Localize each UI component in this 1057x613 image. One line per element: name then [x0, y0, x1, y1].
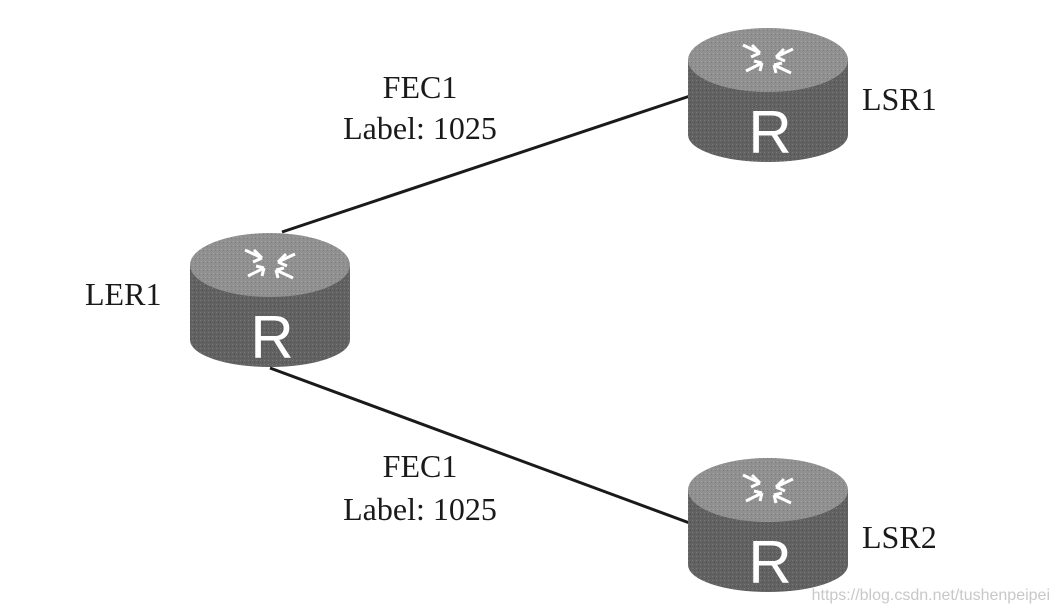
router-icon: R — [190, 233, 350, 371]
link-ler1-lsr1-label: Label: 1025 — [343, 110, 497, 146]
node-label-lsr1: LSR1 — [862, 81, 937, 117]
router-letter: R — [748, 529, 791, 596]
link-ler1-lsr2 — [269, 366, 696, 527]
router-letter: R — [250, 304, 293, 371]
watermark: https://blog.csdn.net/tushenpeipei — [812, 587, 1050, 604]
node-label-ler1: LER1 — [85, 276, 161, 312]
arrows-icon — [244, 248, 296, 280]
link-ler1-lsr1-fec: FEC1 — [383, 69, 458, 105]
router-icon: R — [688, 28, 848, 166]
arrows-icon — [742, 43, 794, 75]
link-ler1-lsr2-label: Label: 1025 — [343, 491, 497, 527]
router-letter: R — [748, 99, 791, 166]
link-ler1-lsr2-fec: FEC1 — [383, 448, 458, 484]
link-ler1-lsr1 — [281, 94, 691, 234]
arrows-icon — [742, 473, 794, 505]
router-icon: R — [688, 458, 848, 596]
node-label-lsr2: LSR2 — [862, 519, 937, 555]
